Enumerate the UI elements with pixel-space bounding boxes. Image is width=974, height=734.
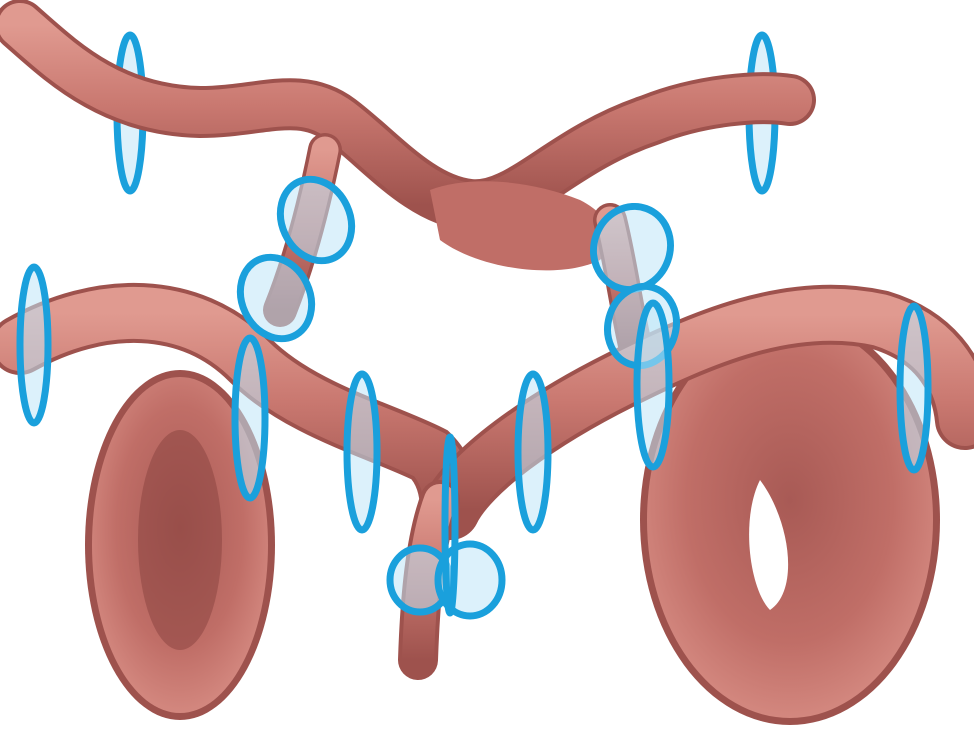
ring-left-edge: [20, 267, 48, 423]
ring-lower-left-a: [235, 338, 265, 498]
ring-lower-right: [637, 303, 669, 467]
ring-lower-left-b: [347, 374, 377, 530]
ring-lower-mid: [518, 374, 548, 530]
ring-right-edge: [900, 306, 928, 470]
